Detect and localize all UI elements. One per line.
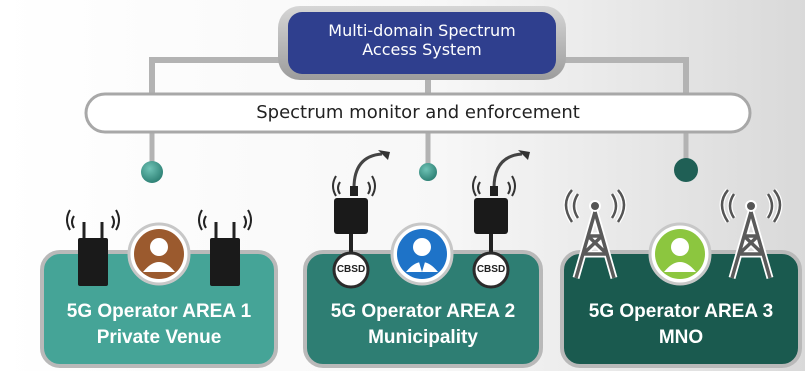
cbsd-radio-icon <box>472 150 530 289</box>
bar-drop-lines <box>149 132 689 166</box>
area3-title: 5G Operator AREA 3 <box>588 301 774 322</box>
area3-subtitle: MNO <box>658 327 704 348</box>
title-label-line1: Multi-domain Spectrum <box>328 21 516 40</box>
title-box[interactable] <box>288 12 556 74</box>
router-icon <box>66 209 120 286</box>
user-icon <box>390 222 454 286</box>
cell-tower-icon <box>719 188 783 279</box>
cbsd-label: CBSD <box>336 264 366 275</box>
user-icon <box>648 222 712 286</box>
area3-connection-dot <box>674 158 698 182</box>
area2-title: 5G Operator AREA 2 <box>330 301 516 322</box>
spectrum-monitor-label: Spectrum monitor and enforcement <box>256 102 580 123</box>
spectrum-monitor-bar <box>84 92 752 134</box>
title-label-line2: Access System <box>362 40 482 59</box>
area1-title: 5G Operator AREA 1 <box>66 301 252 322</box>
user-icon <box>127 222 191 286</box>
cbsd-radio-icon <box>332 150 390 289</box>
cell-tower-icon <box>563 188 627 279</box>
router-icon <box>198 209 252 286</box>
area2-connection-dot <box>419 163 437 181</box>
cbsd-label: CBSD <box>476 264 506 275</box>
area1-connection-dot <box>141 161 163 183</box>
area2-subtitle: Municipality <box>368 327 478 348</box>
area1-subtitle: Private Venue <box>96 327 222 348</box>
